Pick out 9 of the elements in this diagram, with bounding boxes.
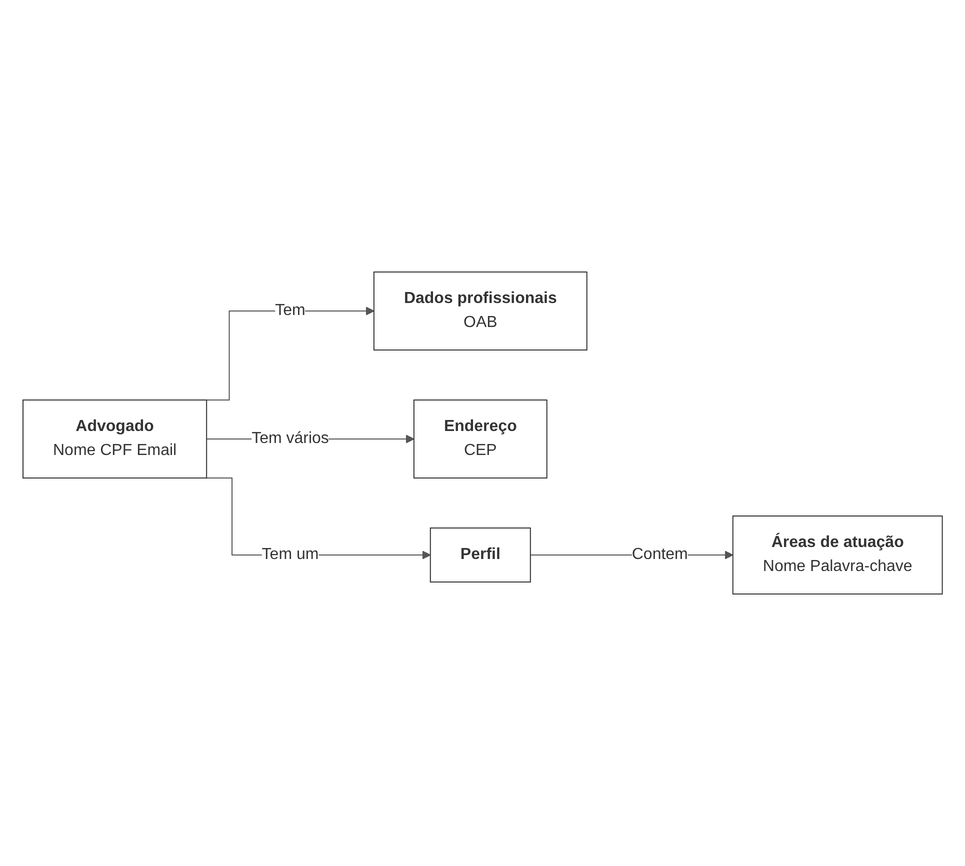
edge-label: Tem um <box>262 546 319 563</box>
node-box: Endereço CEP <box>413 400 548 478</box>
edge-label: Tem vários <box>251 430 329 447</box>
node-box: Advogado Nome CPF Email <box>22 400 207 478</box>
edge-label: Contem <box>632 546 688 563</box>
node-box: Áreas de atuação Nome Palavra-chave <box>732 516 943 594</box>
edge-label: Tem <box>274 302 306 319</box>
node-box: Dados profissionais OAB <box>373 272 588 350</box>
node-box: Perfil <box>430 528 531 582</box>
